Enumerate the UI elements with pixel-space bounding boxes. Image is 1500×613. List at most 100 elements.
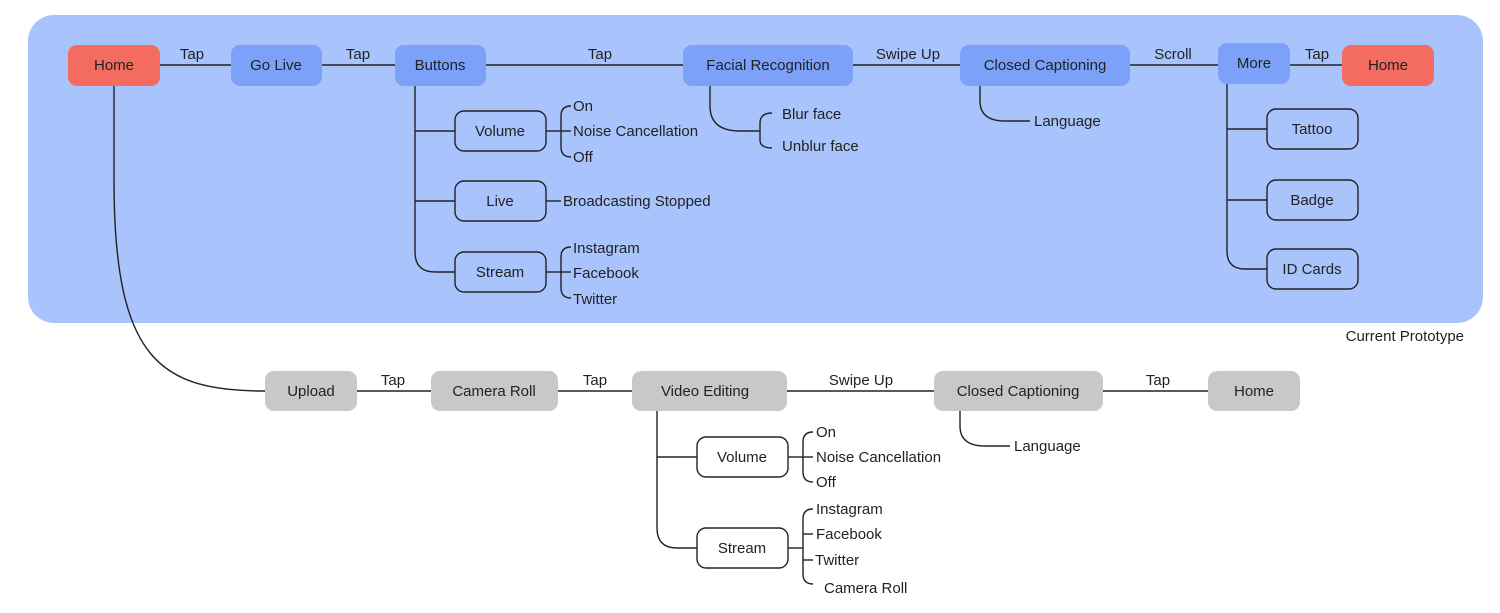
- node-facial-label: Facial Recognition: [706, 57, 829, 74]
- volume-options-bracket: [546, 105, 572, 158]
- node-badge-box: [1266, 179, 1359, 221]
- node-upload-cc-label: Closed Captioning: [957, 383, 1080, 400]
- node-id-cards-box: [1266, 248, 1359, 290]
- option-volume-off: Off: [573, 149, 594, 166]
- edge-label-cc-more: Scroll: [1154, 46, 1192, 63]
- edge-label-cc-home: Tap: [1146, 372, 1170, 389]
- home-upload-edge: [113, 86, 266, 392]
- node-tattoo-label: Tattoo: [1292, 121, 1333, 138]
- upload-option-cc-language: Language: [1014, 438, 1081, 455]
- upload-option-stream-camera-roll: Camera Roll: [824, 580, 907, 597]
- edge-label-upload-camera: Tap: [381, 372, 405, 389]
- option-volume-on: On: [573, 98, 593, 115]
- node-upload-home-label: Home: [1234, 383, 1274, 400]
- node-stream-box: [454, 251, 547, 293]
- node-camera-roll[interactable]: Camera Roll: [431, 371, 558, 411]
- facial-children-edges: [709, 86, 773, 149]
- video-children-edges: [656, 411, 697, 549]
- node-live-label: Live: [486, 193, 514, 210]
- node-video-editing-box: [632, 371, 787, 411]
- option-live-stopped: Broadcasting Stopped: [563, 193, 711, 210]
- option-blur-face: Blur face: [782, 106, 841, 123]
- upload-option-volume-noise: Noise Cancellation: [816, 449, 941, 466]
- edge-label-camera-video: Tap: [583, 372, 607, 389]
- node-video-editing[interactable]: Video Editing: [632, 371, 787, 411]
- option-stream-twitter: Twitter: [573, 291, 617, 308]
- edge-labels: Tap Tap Tap Swipe Up Scroll Tap Tap Tap …: [180, 46, 1329, 389]
- node-id-cards-label: ID Cards: [1282, 261, 1341, 278]
- node-live[interactable]: Live: [454, 180, 547, 222]
- cc-language-edge: [979, 86, 1030, 122]
- node-buttons-label: Buttons: [415, 57, 466, 74]
- node-video-editing-label: Video Editing: [661, 383, 749, 400]
- node-go-live-label: Go Live: [250, 57, 302, 74]
- node-go-live[interactable]: Go Live: [231, 45, 322, 86]
- upload-option-volume-on: On: [816, 424, 836, 441]
- edge-label-home-golive: Tap: [180, 46, 204, 63]
- buttons-children-edges: [414, 86, 455, 273]
- node-upload-volume-box: [696, 436, 789, 478]
- edge-label-video-cc: Swipe Up: [829, 372, 893, 389]
- edge-label-more-home: Tap: [1305, 46, 1329, 63]
- node-camera-roll-box: [431, 371, 558, 411]
- node-upload-cc-box: [934, 371, 1103, 411]
- node-go-live-box: [231, 45, 322, 86]
- stream-options-bracket: [546, 246, 572, 299]
- node-closed-captioning[interactable]: Closed Captioning: [960, 45, 1130, 86]
- node-upload[interactable]: Upload: [265, 371, 357, 411]
- region-caption: Current Prototype: [1346, 328, 1464, 345]
- option-stream-facebook: Facebook: [573, 265, 639, 282]
- node-home-label: Home: [94, 57, 134, 74]
- upload-option-stream-twitter: Twitter: [815, 552, 859, 569]
- node-volume-label: Volume: [475, 123, 525, 140]
- upload-option-stream-instagram: Instagram: [816, 501, 883, 518]
- node-upload-stream-box: [696, 527, 789, 569]
- upload-option-volume-off: Off: [816, 474, 837, 491]
- node-buttons-box: [395, 45, 486, 86]
- node-upload-stream[interactable]: Stream: [696, 527, 789, 569]
- node-upload-home[interactable]: Home: [1208, 371, 1300, 411]
- node-more-label: More: [1237, 55, 1271, 72]
- node-upload-volume-label: Volume: [717, 449, 767, 466]
- node-home-box: [68, 45, 160, 86]
- node-id-cards[interactable]: ID Cards: [1266, 248, 1359, 290]
- option-volume-noise: Noise Cancellation: [573, 123, 698, 140]
- node-home-end-label: Home: [1368, 57, 1408, 74]
- node-home-end[interactable]: Home: [1342, 45, 1434, 86]
- node-volume-box: [454, 110, 547, 152]
- upload-volume-bracket: [788, 431, 814, 483]
- node-home-end-box: [1342, 45, 1434, 86]
- node-cc-label: Closed Captioning: [984, 57, 1107, 74]
- node-buttons[interactable]: Buttons: [395, 45, 486, 86]
- node-home[interactable]: Home: [68, 45, 160, 86]
- node-more[interactable]: More: [1218, 43, 1290, 84]
- node-facial-recognition[interactable]: Facial Recognition: [683, 45, 853, 86]
- node-upload-stream-label: Stream: [718, 540, 766, 557]
- current-prototype-region: [28, 15, 1483, 323]
- node-live-box: [454, 180, 547, 222]
- upload-cc-language-edge: [959, 411, 1010, 447]
- node-camera-roll-label: Camera Roll: [452, 383, 535, 400]
- node-tattoo[interactable]: Tattoo: [1266, 108, 1359, 150]
- node-badge[interactable]: Badge: [1266, 179, 1359, 221]
- edge-label-golive-buttons: Tap: [346, 46, 370, 63]
- node-cc-box: [960, 45, 1130, 86]
- more-children-edges: [1226, 84, 1267, 270]
- option-unblur-face: Unblur face: [782, 138, 859, 155]
- node-stream-label: Stream: [476, 264, 524, 281]
- node-upload-box: [265, 371, 357, 411]
- node-volume[interactable]: Volume: [454, 110, 547, 152]
- edge-label-buttons-facial: Tap: [588, 46, 612, 63]
- node-upload-label: Upload: [287, 383, 335, 400]
- node-stream[interactable]: Stream: [454, 251, 547, 293]
- option-cc-language: Language: [1034, 113, 1101, 130]
- edge-label-facial-cc: Swipe Up: [876, 46, 940, 63]
- node-upload-closed-captioning[interactable]: Closed Captioning: [934, 371, 1103, 411]
- option-stream-instagram: Instagram: [573, 240, 640, 257]
- node-upload-volume[interactable]: Volume: [696, 436, 789, 478]
- node-tattoo-box: [1266, 108, 1359, 150]
- node-upload-home-box: [1208, 371, 1300, 411]
- upload-stream-bracket: [788, 508, 814, 585]
- node-facial-box: [683, 45, 853, 86]
